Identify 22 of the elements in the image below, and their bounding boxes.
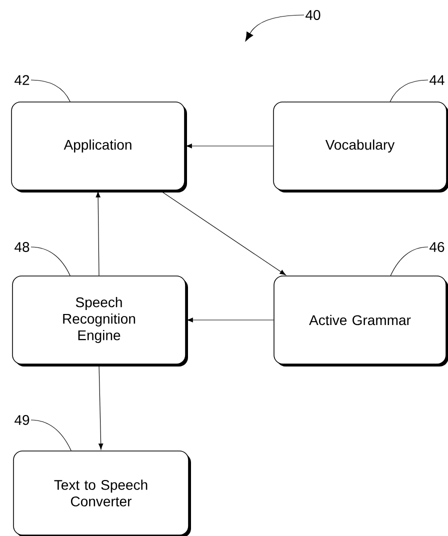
arrow bbox=[186, 318, 274, 322]
arrow bbox=[96, 191, 100, 276]
leader-line bbox=[390, 80, 428, 102]
arrow bbox=[98, 364, 104, 450]
process-box: Text to Speech Converter bbox=[13, 450, 191, 536]
process-box: Vocabulary bbox=[273, 102, 448, 192]
process-box: Active Grammar bbox=[274, 276, 448, 366]
leader-line bbox=[245, 14, 304, 42]
leader-line bbox=[30, 420, 72, 451]
arrow bbox=[186, 144, 274, 148]
callout-number: 42 bbox=[14, 75, 30, 85]
leader-line bbox=[30, 80, 70, 102]
callout-number: 44 bbox=[430, 75, 444, 85]
process-box: Speech Recognition Engine bbox=[12, 276, 188, 366]
arrow bbox=[160, 190, 286, 276]
process-box: Application bbox=[11, 102, 187, 192]
leader-line bbox=[390, 246, 428, 276]
callout-number: 46 bbox=[430, 242, 444, 252]
callout-number: 49 bbox=[14, 415, 30, 425]
leader-line bbox=[30, 246, 70, 276]
callout-number: 48 bbox=[14, 242, 30, 252]
callout-number: 40 bbox=[306, 10, 320, 20]
